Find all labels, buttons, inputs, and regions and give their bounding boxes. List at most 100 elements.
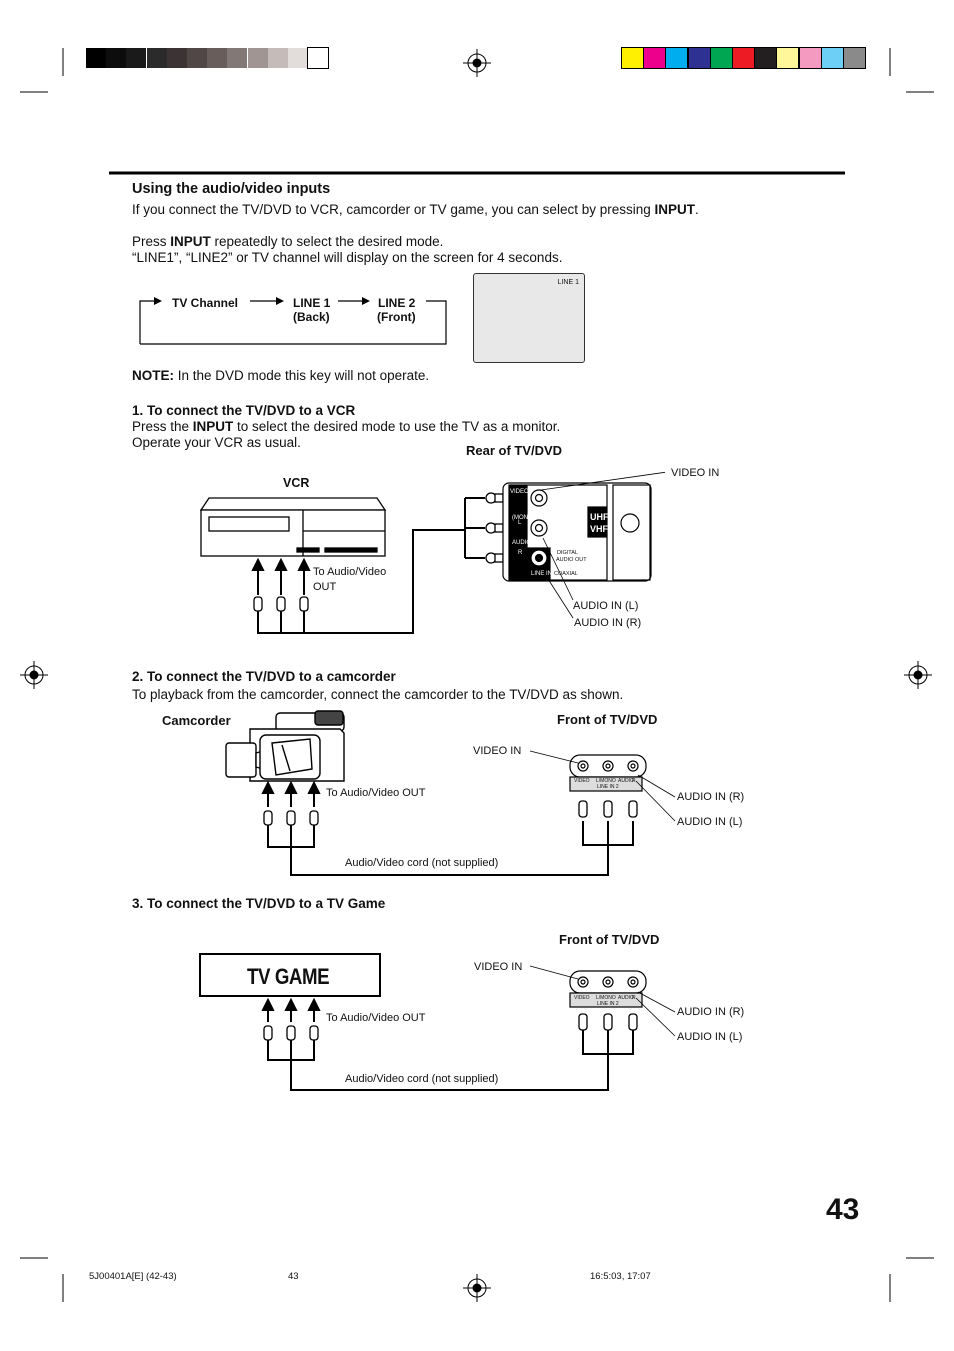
flow-line1: LINE 1	[293, 296, 331, 310]
registration-mark-bottom	[463, 1274, 491, 1302]
tvgame-heading: 3. To connect the TV/DVD to a TV Game	[132, 896, 386, 911]
color-swatch	[709, 47, 733, 69]
rear-panel-vhf-label: VHF	[590, 524, 608, 534]
vcr-heading: 1. To connect the TV/DVD to a VCR	[132, 403, 356, 418]
gray-swatch	[86, 48, 106, 68]
vcr-audio-in-l-label: AUDIO IN (L)	[573, 600, 639, 612]
cam-panel-line-in-label: LINE IN 2	[597, 784, 619, 790]
intro-input-keyword: INPUT	[654, 202, 696, 217]
camcorder-description: To playback from the camcorder, connect …	[132, 687, 624, 702]
gray-swatch	[106, 48, 127, 68]
vcr-video-in-label: VIDEO IN	[671, 467, 720, 479]
color-swatch	[687, 47, 711, 69]
rear-panel-uhf-label: UHF	[590, 512, 609, 522]
rear-panel-audio-label: AUDIO	[512, 540, 532, 546]
vcr-press-rest: to select the desired mode to use the TV…	[233, 419, 561, 434]
cam-panel-r-label: R	[632, 778, 636, 784]
gray-swatch	[166, 48, 187, 68]
vcr-connection-diagram	[199, 471, 665, 634]
rear-panel-r-label: R	[518, 550, 523, 556]
gray-swatch	[146, 48, 167, 68]
tvgame-video-in-label: VIDEO IN	[474, 961, 523, 973]
gray-swatch	[247, 48, 268, 68]
vcr-press-text: Press the	[132, 419, 193, 434]
vcr-instruction: Press the INPUT to select the desired mo…	[132, 419, 560, 435]
gray-swatch	[267, 48, 288, 68]
rear-panel-video-label: VIDEO	[510, 489, 529, 495]
color-swatch	[798, 47, 822, 69]
gray-swatch	[227, 48, 248, 68]
registration-mark-left	[20, 661, 48, 689]
input-cycle-diagram	[139, 297, 447, 345]
tvgame-front-panel-illustration	[569, 970, 647, 1008]
color-swatch	[643, 47, 667, 69]
vcr-out-label-1: To Audio/Video	[313, 566, 387, 578]
vcr-out-label-2: OUT	[313, 581, 337, 593]
vcr-operate: Operate your VCR as usual.	[132, 435, 301, 450]
color-swatch	[754, 47, 778, 69]
rear-panel-audio-out-label: AUDIO OUT	[556, 557, 587, 563]
color-swatch	[732, 47, 755, 69]
color-swatch	[621, 47, 644, 69]
vcr-audio-in-r-label: AUDIO IN (R)	[574, 617, 642, 629]
rear-panel-coaxial-label: COAXIAL	[554, 571, 578, 577]
page-number: 43	[826, 1193, 860, 1226]
camcorder-heading: 2. To connect the TV/DVD to a camcorder	[132, 669, 396, 684]
registration-mark-right	[904, 661, 932, 689]
note-label: NOTE:	[132, 368, 174, 383]
intro-text: If you connect the TV/DVD to VCR, camcor…	[132, 202, 655, 217]
tv-game-box: TV GAME	[199, 953, 381, 997]
camcorder-label: Camcorder	[162, 713, 231, 728]
flow-line1-sub: (Back)	[293, 310, 330, 324]
game-panel-lmono-label: L/MONO	[596, 995, 616, 1001]
color-swatch	[843, 47, 866, 69]
cam-panel-video-label: VIDEO	[574, 778, 590, 784]
tvgame-cord-label: Audio/Video cord (not supplied)	[345, 1073, 499, 1085]
gray-swatch	[126, 48, 147, 68]
press-rest: repeatedly to select the desired mode.	[210, 234, 444, 249]
rear-label: Rear of TV/DVD	[466, 443, 563, 458]
flow-line2: LINE 2	[378, 296, 416, 310]
camcorder-cord-label: Audio/Video cord (not supplied)	[345, 857, 499, 869]
flow-tv-channel: TV Channel	[172, 296, 239, 310]
tvgame-audio-in-r-label: AUDIO IN (R)	[677, 1006, 745, 1018]
intro-paragraph: If you connect the TV/DVD to VCR, camcor…	[132, 202, 699, 218]
camcorder-connection-diagram	[225, 710, 676, 876]
game-panel-line-in-label: LINE IN 2	[597, 1001, 619, 1007]
rear-panel-mono-label: (MONO)	[512, 515, 535, 521]
tvgame-out-label: To Audio/Video OUT	[326, 1012, 426, 1024]
tv-screen-illustration: LINE 1	[473, 273, 585, 363]
gray-swatch	[307, 47, 330, 69]
cam-panel-lmono-label: L/MONO	[596, 778, 616, 784]
tvgame-front-label: Front of TV/DVD	[559, 932, 660, 947]
game-panel-r-label: R	[632, 995, 636, 1001]
press-text: Press	[132, 234, 171, 249]
gray-swatch	[207, 48, 228, 68]
section-heading: Using the audio/video inputs	[132, 181, 331, 197]
camcorder-video-in-label: VIDEO IN	[473, 745, 522, 757]
tvgame-connection-diagram	[261, 965, 676, 1091]
rear-panel-digital-label: DIGITAL	[557, 550, 578, 556]
rear-panel-l-label: L	[518, 520, 522, 526]
game-panel-video-label: VIDEO	[574, 995, 590, 1001]
camcorder-device-illustration	[225, 710, 345, 782]
footer-code: 5J00401A[E] (42-43)	[89, 1271, 177, 1282]
color-swatch	[776, 47, 800, 69]
vcr-input-keyword: INPUT	[192, 419, 234, 434]
rear-panel-illustration	[502, 482, 652, 582]
color-swatch	[820, 47, 844, 69]
registration-mark-top	[463, 49, 491, 77]
gray-swatch	[187, 48, 207, 68]
color-swatch	[665, 47, 689, 69]
note: NOTE: In the DVD mode this key will not …	[132, 368, 429, 384]
cam-panel-audio-label: AUDIO	[618, 778, 634, 784]
footer-timestamp: 16:5:03, 17:07	[590, 1271, 651, 1282]
display-note: “LINE1”, “LINE2” or TV channel will disp…	[132, 250, 563, 265]
rear-panel-line-in-label: LINE IN 1	[531, 571, 558, 577]
vcr-device-illustration	[199, 497, 387, 557]
front-panel-illustration	[569, 754, 647, 792]
note-text: In the DVD mode this key will not operat…	[174, 368, 430, 383]
camcorder-audio-in-r-label: AUDIO IN (R)	[677, 791, 745, 803]
vcr-label: VCR	[283, 476, 310, 490]
